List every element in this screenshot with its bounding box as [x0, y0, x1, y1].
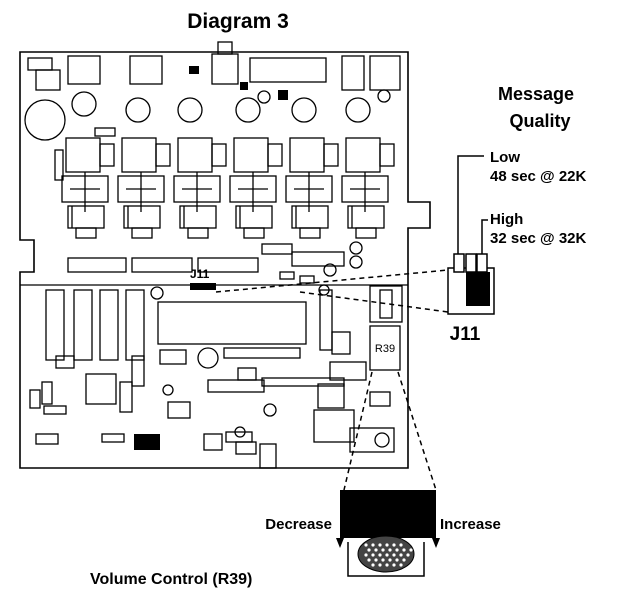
- relay-assembly: [285, 137, 339, 239]
- high-quality-label: High: [490, 211, 523, 228]
- message-quality-heading-2: Quality: [509, 111, 570, 131]
- knob-texture-dot: [367, 548, 371, 552]
- knob-texture-dot: [385, 543, 389, 547]
- relay-assembly: [229, 137, 283, 239]
- knob-texture-dot: [381, 558, 385, 562]
- knob-texture-dot: [364, 543, 368, 547]
- lower-components: [29, 289, 395, 469]
- volume-control-caption: Volume Control (R39): [90, 571, 252, 588]
- knob-texture-dot: [392, 563, 396, 567]
- high-quality-detail: 32 sec @ 32K: [490, 230, 587, 247]
- knob-texture-dot: [392, 543, 396, 547]
- knob-texture-dot: [388, 558, 392, 562]
- dark-capacitors: [134, 432, 390, 450]
- j11-leader-lines: [215, 269, 449, 313]
- knob-texture-dot: [378, 553, 382, 557]
- knob-texture-dot: [406, 553, 410, 557]
- knob-texture-dot: [385, 553, 389, 557]
- relay-assembly: [61, 137, 115, 239]
- relay-row: [61, 137, 395, 239]
- knob-texture-dot: [364, 553, 368, 557]
- increase-label: Increase: [440, 516, 501, 533]
- knob-arrows: [336, 538, 440, 548]
- diagram-title: Diagram 3: [187, 10, 289, 33]
- quality-leader-lines: [457, 155, 488, 254]
- small-dark-parts: [189, 66, 288, 100]
- volume-control-knob: [340, 490, 436, 577]
- knob-texture-dot: [409, 548, 413, 552]
- knob-texture-dot: [378, 543, 382, 547]
- r39-board-label: R39: [375, 343, 395, 355]
- knob-texture-dot: [381, 548, 385, 552]
- low-quality-detail: 48 sec @ 22K: [490, 168, 587, 185]
- knob-texture-dot: [367, 558, 371, 562]
- knob-texture-dot: [395, 548, 399, 552]
- low-quality-label: Low: [490, 149, 520, 166]
- knob-texture-dot: [374, 558, 378, 562]
- knob-texture: [364, 543, 413, 567]
- knob-texture-dot: [392, 553, 396, 557]
- knob-texture-dot: [395, 558, 399, 562]
- knob-texture-dot: [371, 563, 375, 567]
- knob-texture-dot: [385, 563, 389, 567]
- knob-texture-dot: [399, 563, 403, 567]
- j11-callout-label: J11: [450, 324, 481, 345]
- knob-texture-dot: [399, 543, 403, 547]
- j11-board-jumper: [190, 283, 216, 290]
- j11-board-label: J11: [190, 267, 210, 281]
- knob-texture-dot: [371, 543, 375, 547]
- j11-callout: [447, 253, 495, 315]
- r39-leader-lines: [343, 371, 437, 491]
- relay-assembly: [341, 137, 395, 239]
- knob-texture-dot: [402, 558, 406, 562]
- top-components: [24, 41, 401, 181]
- r39-resistor: [369, 325, 401, 371]
- decrease-label: Decrease: [265, 516, 332, 533]
- relay-assembly: [117, 137, 171, 239]
- message-quality-heading-1: Message: [498, 84, 574, 104]
- knob-texture-dot: [388, 548, 392, 552]
- relay-assembly: [173, 137, 227, 239]
- knob-texture-dot: [399, 553, 403, 557]
- knob-texture-dot: [378, 563, 382, 567]
- knob-texture-dot: [374, 548, 378, 552]
- knob-texture-dot: [402, 548, 406, 552]
- knob-texture-dot: [371, 553, 375, 557]
